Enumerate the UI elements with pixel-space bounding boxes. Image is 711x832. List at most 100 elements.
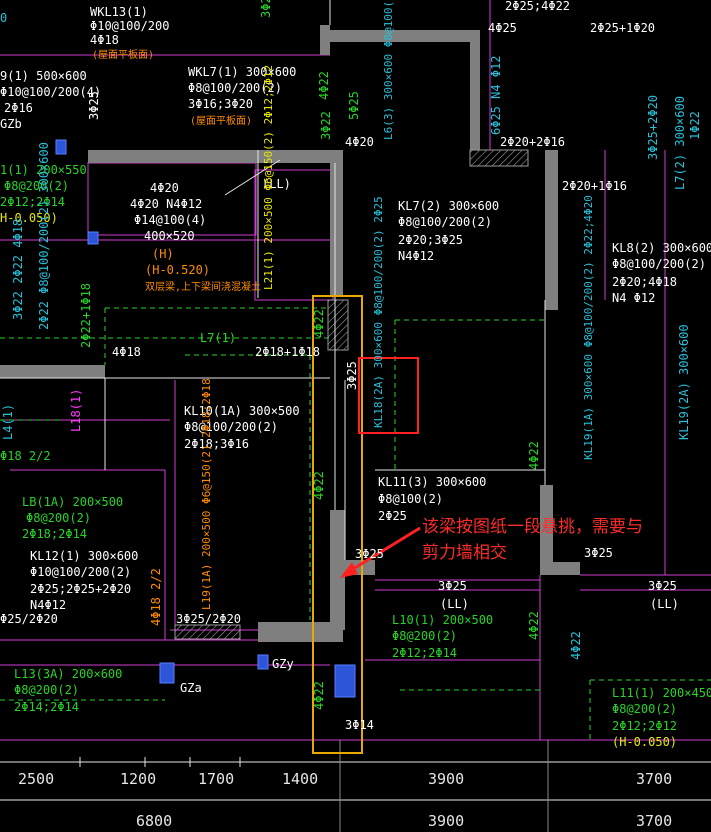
lbl-s1: 4Φ22 [312, 309, 326, 338]
dim-2500: 2500 [18, 770, 54, 788]
lbl-kl12a: KL12(1) 300×600 [30, 549, 138, 563]
lbl-kl12b: Φ10@100/200(2) [30, 565, 131, 579]
lbl-b7: 4Φ22 [527, 611, 541, 640]
lbl-l13a: L13(3A) 200×600 [14, 667, 122, 681]
dim-1200: 1200 [120, 770, 156, 788]
lbl-kl7c: 2Φ20;3Φ25 [398, 233, 463, 247]
lbl-kl12e: Φ25/2Φ20 [0, 612, 58, 626]
lbl-b3b: 3Φ25 [584, 546, 613, 560]
lbl-l13b: Φ8@200(2) [14, 683, 79, 697]
lbl-v6: 6Φ25 N4 Φ12 [489, 56, 503, 135]
lbl-kl8a: KL8(2) 300×600 [612, 241, 711, 255]
lbl-l19: L19(1A) 200×500 Φ6@150(2) 2Φ18;2Φ18 [200, 378, 213, 610]
lbl-kl18: KL18(2A) 300×600 Φ8@100/200(2) 2Φ25 [372, 196, 385, 428]
dim-3700: 3700 [636, 770, 672, 788]
lbl-v7: 3Φ25 [87, 91, 101, 120]
lbl-kl10b: Φ8@100/200(2) [184, 420, 278, 434]
lbl-top-l2: 2Φ25;4Φ22 [505, 0, 570, 13]
lbl-lt3: 2Φ16 [4, 101, 33, 115]
lbl-b2: 3Φ25 [355, 547, 384, 561]
dim-3700-b: 3700 [636, 812, 672, 830]
shear-walls [0, 25, 580, 642]
lbl-lt1: 9(1) 500×600 [0, 69, 87, 83]
lbl-kl11a: KL11(3) 300×600 [378, 475, 486, 489]
dim-1700: 1700 [198, 770, 234, 788]
lbl-v12: 1Φ22 [688, 111, 702, 140]
highlight-beam-box [312, 295, 363, 754]
lbl-wkl7c: 3Φ16;3Φ20 [188, 97, 253, 111]
annotation-note-line1: 该梁按图纸一段悬挑，需要与 [422, 517, 643, 537]
lbl-v9: 2Φ20+2Φ16 [500, 135, 565, 149]
lbl-wkl13b: Φ10@100/200 [90, 19, 169, 33]
lbl-lt4: GZb [0, 117, 22, 131]
lbl-kl19: KL19(1A) 300×600 Φ8@100/200(2) 2Φ22;4Φ20 [582, 195, 595, 460]
lbl-lv1: 3Φ22 2Φ22 4Φ18 [11, 219, 25, 320]
lbl-kl19b: KL19(2A) 300×600 [677, 324, 691, 440]
lbl-kl11b: Φ8@100(2) [378, 492, 443, 506]
lbl-b1: 3Φ25/2Φ20 [176, 612, 241, 626]
lbl-ll2: (LL) [440, 597, 469, 611]
lbl-l13c: 2Φ14;2Φ14 [14, 700, 79, 714]
lbl-s2: 3Φ25 [345, 361, 359, 390]
lbl-v10: 3Φ25+2Φ20 [646, 95, 660, 160]
lbl-v22: 4Φ18 2/2 [149, 568, 163, 626]
lbl-lb1: LB(1A) 200×500 [22, 495, 123, 509]
lbl-wkl13a: WKL13(1) [90, 5, 148, 19]
lbl-kl8c: 2Φ20;4Φ18 [612, 275, 677, 289]
lbl-l10a: L10(1) 200×500 [392, 613, 493, 627]
lbl-kl10c: 2Φ18;3Φ16 [184, 437, 249, 451]
lbl-l11c: 2Φ12;2Φ12 [612, 719, 677, 733]
lbl-l1d: H-0.050) [0, 211, 58, 225]
lbl-lm6: (H-0.520) [145, 263, 210, 277]
lbl-wkl7b: Φ8@100/200(2) [188, 81, 282, 95]
lbl-v11: L7(2) 300×600 [673, 96, 687, 190]
hatched-walls [174, 149, 529, 640]
lbl-l21: L21(1) 200×500 Φ6@150(2) 2Φ12;2Φ12 [262, 65, 275, 290]
lbl-top-l1: 0 [0, 11, 7, 25]
lbl-q1: 4Φ22 [527, 441, 541, 470]
annotation-arrow [340, 526, 421, 578]
lbl-v5: L6(3) 300×600 Φ8@100(2) 2Φ25;3Φ25/2Φ20 [382, 0, 395, 140]
lbl-wkl13c: 4Φ18 [90, 33, 119, 47]
lbl-lm1: 4Φ20 [150, 181, 179, 195]
annotation-note-line2: 剪力墙相交 [422, 543, 507, 563]
lbl-b4: 3Φ25 [648, 579, 677, 593]
lbl-kl7d: N4Φ12 [398, 249, 434, 263]
lbl-b6: 4Φ22 [312, 681, 326, 710]
lbl-wkl13d: (屋面平板面) [92, 48, 154, 61]
lbl-gzy2: GZa [180, 681, 202, 695]
lbl-l4: L4(1) [1, 404, 15, 440]
lbl-lm7: 双层梁,上下梁间浇混凝土 [145, 280, 261, 293]
beam-outlines [0, 0, 711, 741]
lbl-kl7b: Φ8@100/200(2) [398, 215, 492, 229]
lbl-top-l4: 2Φ25+1Φ20 [590, 21, 655, 35]
lbl-gzy: GZy [272, 657, 294, 671]
lbl-l18: L18(1) [69, 389, 83, 432]
lbl-kl7a: KL7(2) 300×600 [398, 199, 499, 213]
lbl-lv2: 2Φ22 Φ8@100/200(2) 300×600 [37, 142, 51, 330]
lbl-l10b: Φ8@200(2) [392, 629, 457, 643]
dim-3900-b: 3900 [428, 812, 464, 830]
lbl-v1: 3Φ25 [259, 0, 273, 18]
lbl-lm2: 4Φ20 N4Φ12 [130, 197, 202, 211]
lbl-v2: 4Φ22 [317, 71, 331, 100]
lbl-kl12d: N4Φ12 [30, 598, 66, 612]
lbl-v8: 4Φ20 [345, 135, 374, 149]
lbl-lv3: 2Φ22+1Φ18 [79, 283, 93, 348]
lbl-l11b: Φ8@200(2) [612, 702, 677, 716]
lbl-wkl7d: (屋面平板面) [190, 114, 252, 127]
lbl-b8: 4Φ22 [569, 631, 583, 660]
highlight-label-box [358, 357, 419, 434]
lbl-a2: 2Φ18+1Φ18 [255, 345, 320, 359]
lbl-lb3: 2Φ18;2Φ14 [22, 527, 87, 541]
lbl-l1a: 1(1) 200×550 [0, 163, 87, 177]
lbl-l1c: 2Φ12;2Φ14 [0, 195, 65, 209]
lbl-ll3: (LL) [650, 597, 679, 611]
dashed-beams [0, 307, 711, 740]
lbl-kl12c: 2Φ25;2Φ25+2Φ20 [30, 582, 131, 596]
lbl-lt2: Φ10@100/200(4) [0, 85, 101, 99]
lbl-top-l3: 4Φ25 [488, 21, 517, 35]
lbl-b3: 3Φ25 [438, 579, 467, 593]
